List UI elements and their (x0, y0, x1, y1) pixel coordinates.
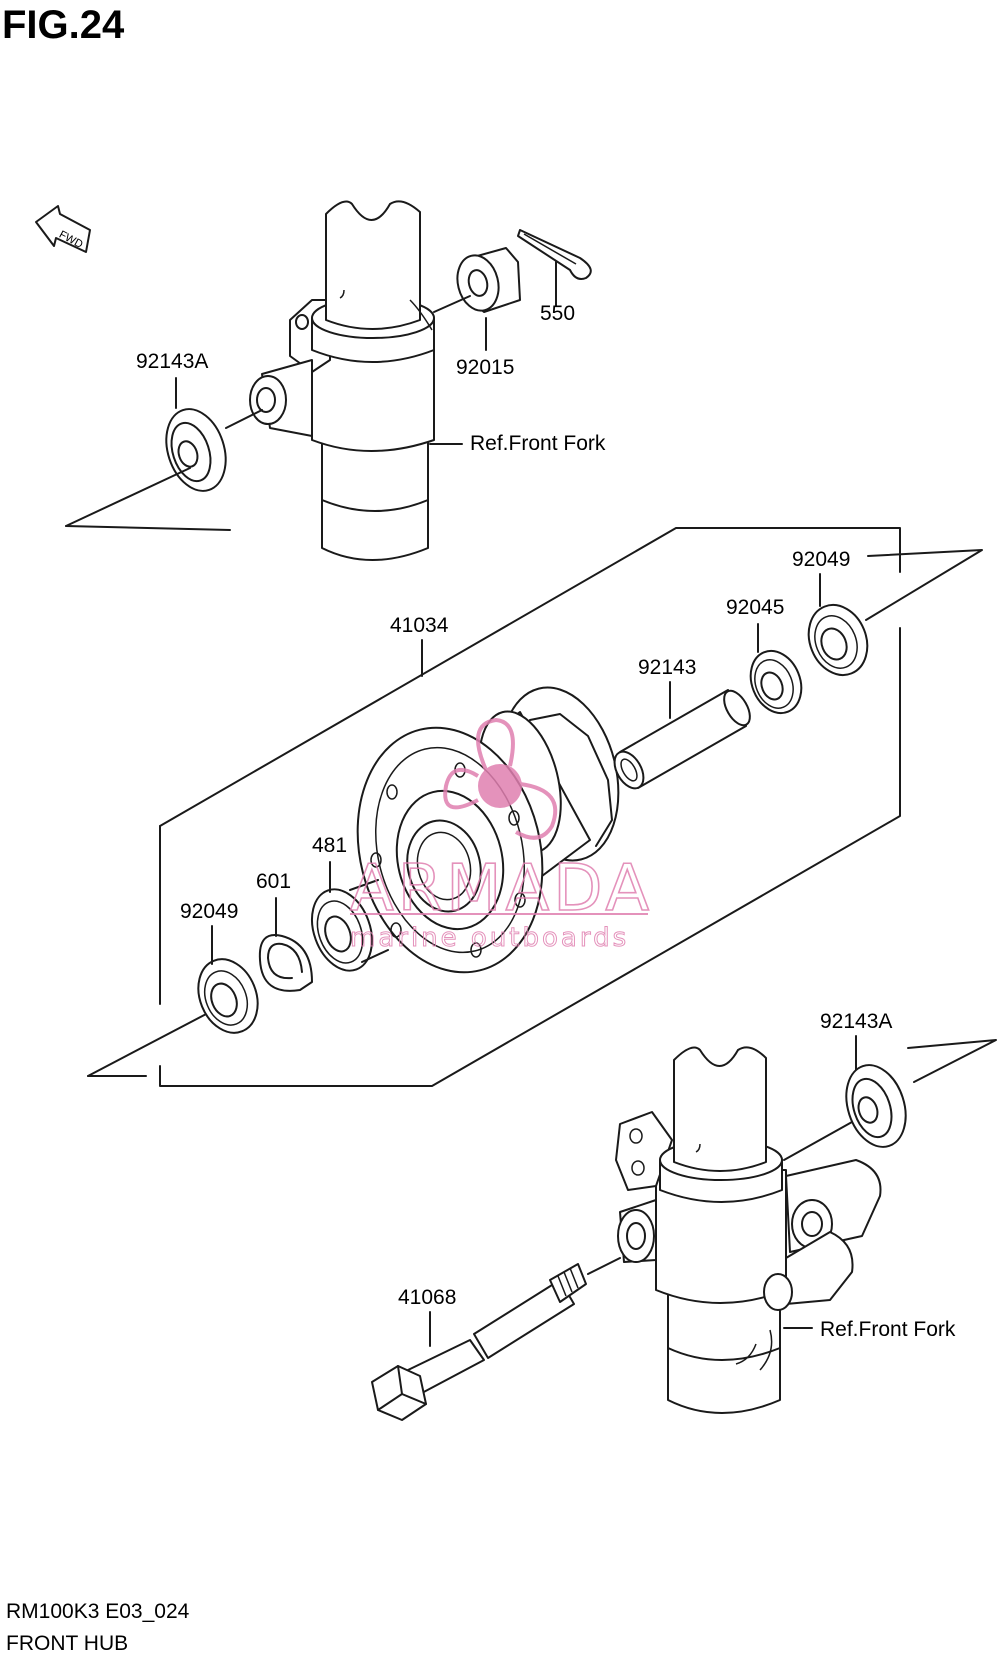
label-550: 550 (540, 302, 575, 325)
leader-lines-bottom (429, 1121, 853, 1347)
axle-bolt-41068 (371, 1263, 587, 1421)
cotter-pin-550 (517, 229, 592, 280)
label-41034: 41034 (390, 614, 449, 637)
watermark-logo-icon (443, 717, 558, 840)
diagram-code: RM100K3 E03_024 (6, 1600, 190, 1623)
nut-92015 (456, 247, 521, 313)
hub-assembly-frame (87, 527, 997, 1087)
label-92143a-bottom: 92143A (820, 1010, 892, 1033)
label-92143: 92143 (638, 656, 696, 679)
label-92143a-top: 92143A (136, 350, 208, 373)
leader-lines-top (65, 261, 557, 531)
label-41068: 41068 (398, 1286, 456, 1309)
figure-title: FIG.24 (2, 3, 125, 47)
watermark-tagline: marine outboards (350, 923, 629, 953)
label-601: 601 (256, 870, 291, 893)
label-92049-right: 92049 (792, 548, 850, 571)
label-ref-front-fork-top: Ref.Front Fork (470, 432, 606, 455)
label-92045: 92045 (726, 596, 784, 619)
part-labels: 550 92015 92143A Ref.Front Fork 92049 92… (136, 302, 956, 1341)
front-fork-bottom (615, 1046, 882, 1414)
front-fork-top (249, 200, 435, 561)
bearing-481 (311, 879, 389, 972)
bearing-92045 (749, 649, 803, 715)
fwd-arrow-icon: FWD (35, 205, 91, 253)
section-title: FRONT HUB (6, 1632, 128, 1655)
watermark: ARMADA marine outboards (349, 717, 650, 954)
label-92049-left: 92049 (180, 900, 238, 923)
circlip-601 (258, 934, 313, 992)
spacer-92143a-top (165, 408, 227, 492)
spacer-tube-92143 (613, 689, 751, 790)
label-ref-front-fork-bottom: Ref.Front Fork (820, 1318, 956, 1341)
front-hub-41034 (356, 686, 620, 974)
oil-seal-92049-right (807, 604, 869, 676)
spacer-92143a-bottom (845, 1064, 907, 1148)
label-92015: 92015 (456, 356, 514, 379)
label-481: 481 (312, 834, 347, 857)
oil-seal-92049-left (197, 958, 259, 1034)
